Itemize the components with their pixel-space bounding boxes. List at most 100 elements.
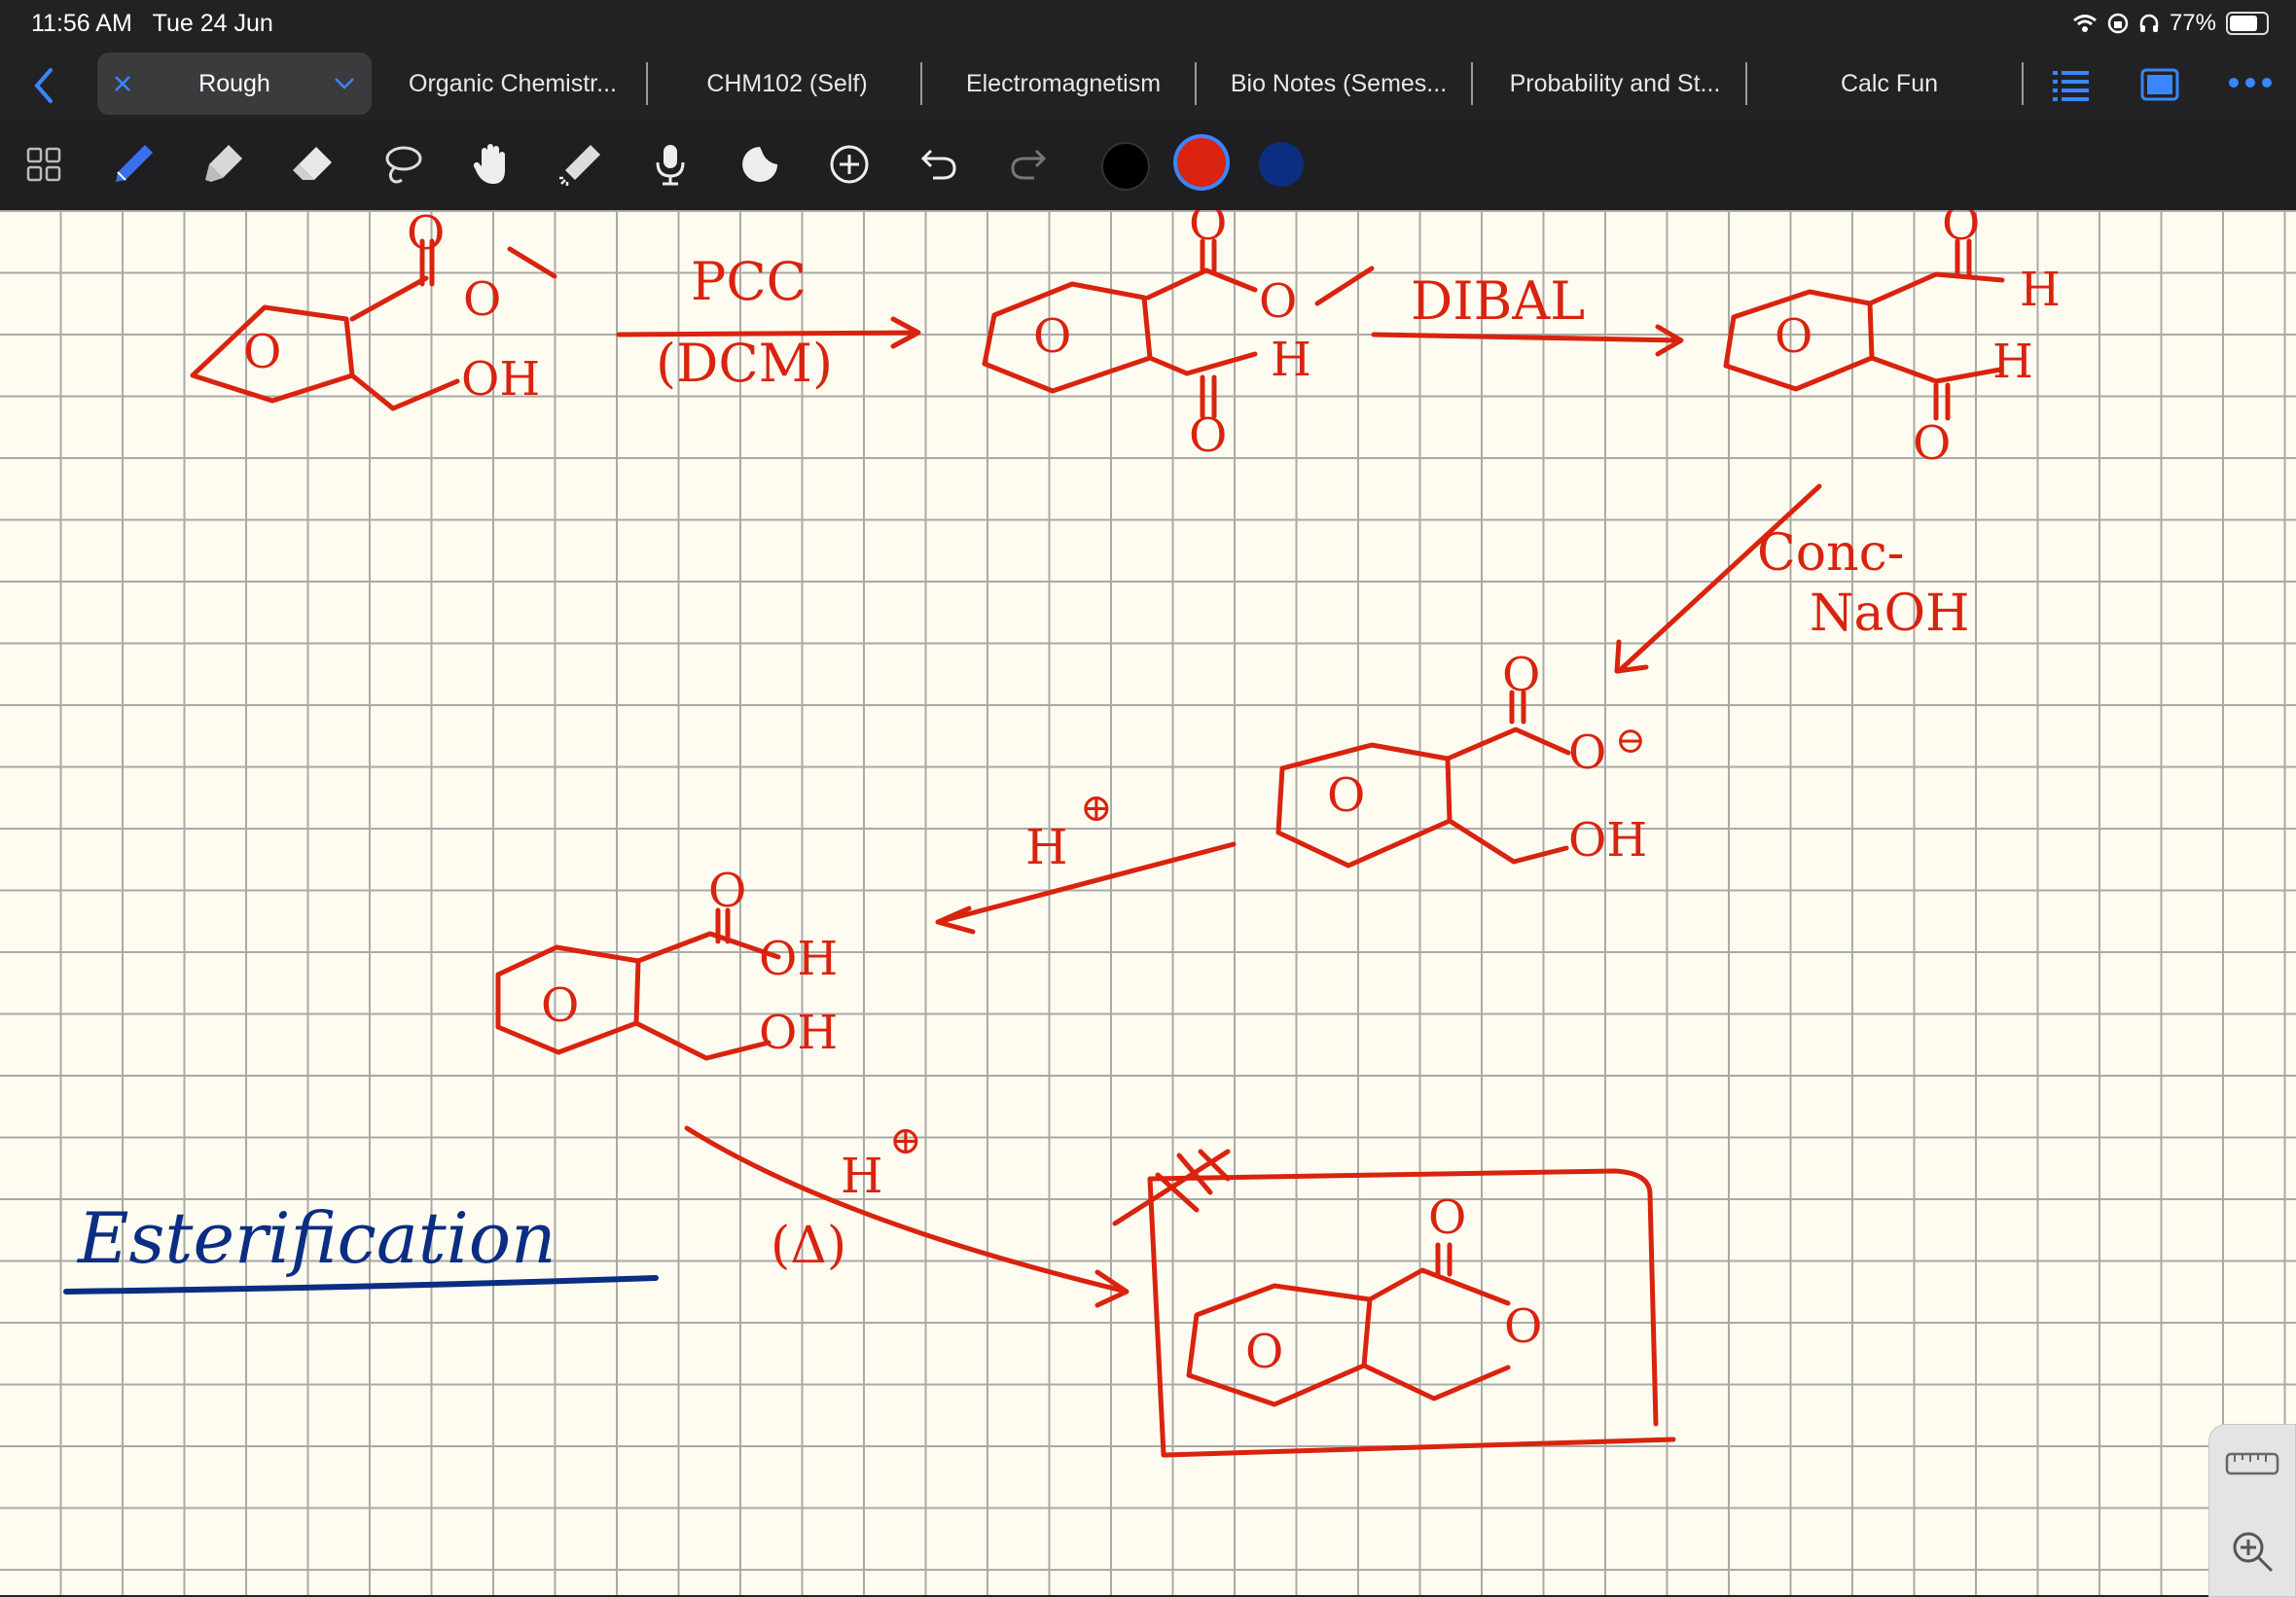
answer-star-mark bbox=[1112, 1149, 1231, 1226]
tab-label: Bio Notes (Semes... bbox=[1230, 69, 1448, 97]
tab-organic-chemistry[interactable]: Organic Chemistr... bbox=[389, 53, 636, 115]
laser-pointer-icon[interactable] bbox=[556, 140, 605, 189]
aldehyde-hydrogen: H bbox=[1271, 333, 1311, 387]
hydroxyl-label: OH bbox=[461, 352, 540, 407]
negative-charge: ⊖ bbox=[1615, 719, 1646, 762]
carbonyl-oxygen: O bbox=[407, 210, 445, 261]
reaction-arrow-4 bbox=[935, 841, 1237, 935]
reaction-arrow-3 bbox=[1614, 483, 1822, 674]
reaction-arrow-1 bbox=[616, 316, 921, 349]
esterification-heading: Esterification bbox=[63, 1197, 659, 1295]
molecule-2 bbox=[982, 238, 1375, 419]
pen-icon[interactable] bbox=[109, 140, 158, 189]
tab-label: Calc Fun bbox=[1840, 69, 1939, 97]
carboxylate-oxygen: O bbox=[1568, 726, 1606, 780]
color-swatch-red[interactable] bbox=[1177, 138, 1226, 187]
carbonyl-oxygen: O bbox=[1428, 1190, 1466, 1245]
product-lactone bbox=[1186, 1242, 1511, 1407]
battery-percent: 77% bbox=[2169, 10, 2216, 36]
note-canvas[interactable]: O O O OH PCC (DCM) O O O H O DIBAL O O H… bbox=[0, 210, 2296, 1595]
tab-probability[interactable]: Probability and St... bbox=[1483, 53, 1747, 115]
molecule-1 bbox=[190, 238, 557, 411]
molecule-5 bbox=[495, 907, 781, 1061]
tab-divider bbox=[1745, 62, 1747, 105]
lasso-icon[interactable] bbox=[377, 140, 426, 189]
heading-underline bbox=[63, 1275, 659, 1295]
ester-oxygen: O bbox=[463, 272, 501, 327]
tab-calc-fun[interactable]: Calc Fun bbox=[1757, 53, 2022, 115]
reagent-conc: Conc- bbox=[1757, 524, 1904, 583]
outline-list-icon[interactable] bbox=[2053, 68, 2092, 101]
ruler-icon[interactable] bbox=[2225, 1450, 2279, 1477]
tab-divider bbox=[1195, 62, 1197, 105]
battery-icon bbox=[2226, 12, 2269, 35]
acid-h: H bbox=[1025, 819, 1068, 875]
color-swatch-blue[interactable] bbox=[1259, 142, 1304, 187]
tab-label: Probability and St... bbox=[1509, 69, 1721, 97]
ester-oxygen: O bbox=[1259, 274, 1297, 329]
ring-label: O bbox=[243, 325, 281, 379]
reaction-arrow-2 bbox=[1371, 324, 1684, 357]
tab-bio-notes[interactable]: Bio Notes (Semes... bbox=[1206, 53, 1471, 115]
clock-text: 11:56 AM bbox=[31, 10, 132, 37]
carbonyl-oxygen: O bbox=[708, 864, 746, 918]
tab-chm102[interactable]: CHM102 (Self) bbox=[658, 53, 916, 115]
status-time: 11:56 AM Tue 24 Jun bbox=[31, 10, 273, 38]
ring-label: O bbox=[1775, 309, 1812, 364]
carbonyl-oxygen: O bbox=[1913, 416, 1951, 471]
date-text: Tue 24 Jun bbox=[152, 10, 273, 37]
carbonyl-oxygen: O bbox=[1189, 210, 1227, 251]
chevron-down-icon[interactable] bbox=[333, 76, 356, 91]
tab-label: CHM102 (Self) bbox=[706, 69, 868, 97]
tab-rough[interactable]: Rough bbox=[97, 53, 372, 115]
tab-bar: Rough Organic Chemistr... CHM102 (Self) … bbox=[0, 47, 2296, 121]
ring-label: O bbox=[1327, 768, 1365, 823]
more-options-icon[interactable] bbox=[2228, 76, 2273, 89]
grid-view-icon[interactable] bbox=[19, 140, 68, 189]
hand-icon[interactable] bbox=[467, 140, 516, 189]
reagent-naoh: NaOH bbox=[1810, 585, 1969, 643]
tab-divider bbox=[920, 62, 922, 105]
zoom-in-icon[interactable] bbox=[2229, 1528, 2276, 1575]
eraser-icon[interactable] bbox=[288, 140, 337, 189]
single-page-view-icon[interactable] bbox=[2140, 68, 2179, 101]
carbonyl-oxygen: O bbox=[1502, 648, 1540, 702]
positive-charge: ⊕ bbox=[889, 1118, 922, 1163]
tab-divider bbox=[2022, 62, 2024, 105]
heading-text: Esterification bbox=[76, 1197, 556, 1279]
sticker-icon[interactable] bbox=[735, 140, 784, 189]
tab-label: Rough bbox=[198, 69, 270, 97]
reagent-dcm: (DCM) bbox=[656, 333, 833, 394]
acid-h: H bbox=[841, 1148, 883, 1204]
rotation-lock-icon bbox=[2107, 13, 2129, 34]
tab-divider bbox=[646, 62, 648, 105]
tab-label: Electromagnetism bbox=[965, 69, 1162, 97]
heat-label: (Δ) bbox=[771, 1217, 846, 1275]
tab-electromagnetism[interactable]: Electromagnetism bbox=[932, 53, 1195, 115]
close-tab-icon[interactable] bbox=[113, 74, 132, 93]
ring-oxygen: O bbox=[1504, 1299, 1542, 1354]
tab-divider bbox=[1471, 62, 1473, 105]
answer-box bbox=[1147, 1168, 1676, 1458]
aldehyde-hydrogen: H bbox=[2020, 263, 2061, 317]
headphones-icon bbox=[2139, 14, 2159, 32]
ring-label: O bbox=[1245, 1325, 1283, 1379]
hydroxyl-label: OH bbox=[1568, 813, 1647, 868]
highlighter-icon[interactable] bbox=[198, 140, 247, 189]
carbonyl-oxygen: O bbox=[1189, 408, 1227, 463]
drawing-toolbar bbox=[0, 121, 2296, 211]
undo-icon[interactable] bbox=[915, 140, 963, 189]
reagent-dibal: DIBAL bbox=[1411, 270, 1585, 332]
hydroxyl-label: OH bbox=[759, 1006, 838, 1060]
redo-icon[interactable] bbox=[1004, 140, 1053, 189]
wifi-icon bbox=[2073, 15, 2097, 32]
add-icon[interactable] bbox=[825, 140, 874, 189]
color-swatch-black[interactable] bbox=[1101, 142, 1150, 191]
positive-charge: ⊕ bbox=[1080, 786, 1113, 831]
microphone-icon[interactable] bbox=[646, 140, 695, 189]
reagent-pcc: PCC bbox=[691, 251, 807, 312]
back-icon[interactable] bbox=[29, 66, 58, 105]
molecule-4 bbox=[1275, 690, 1571, 869]
floating-tool-panel bbox=[2208, 1424, 2296, 1597]
ring-label: O bbox=[1033, 309, 1071, 364]
